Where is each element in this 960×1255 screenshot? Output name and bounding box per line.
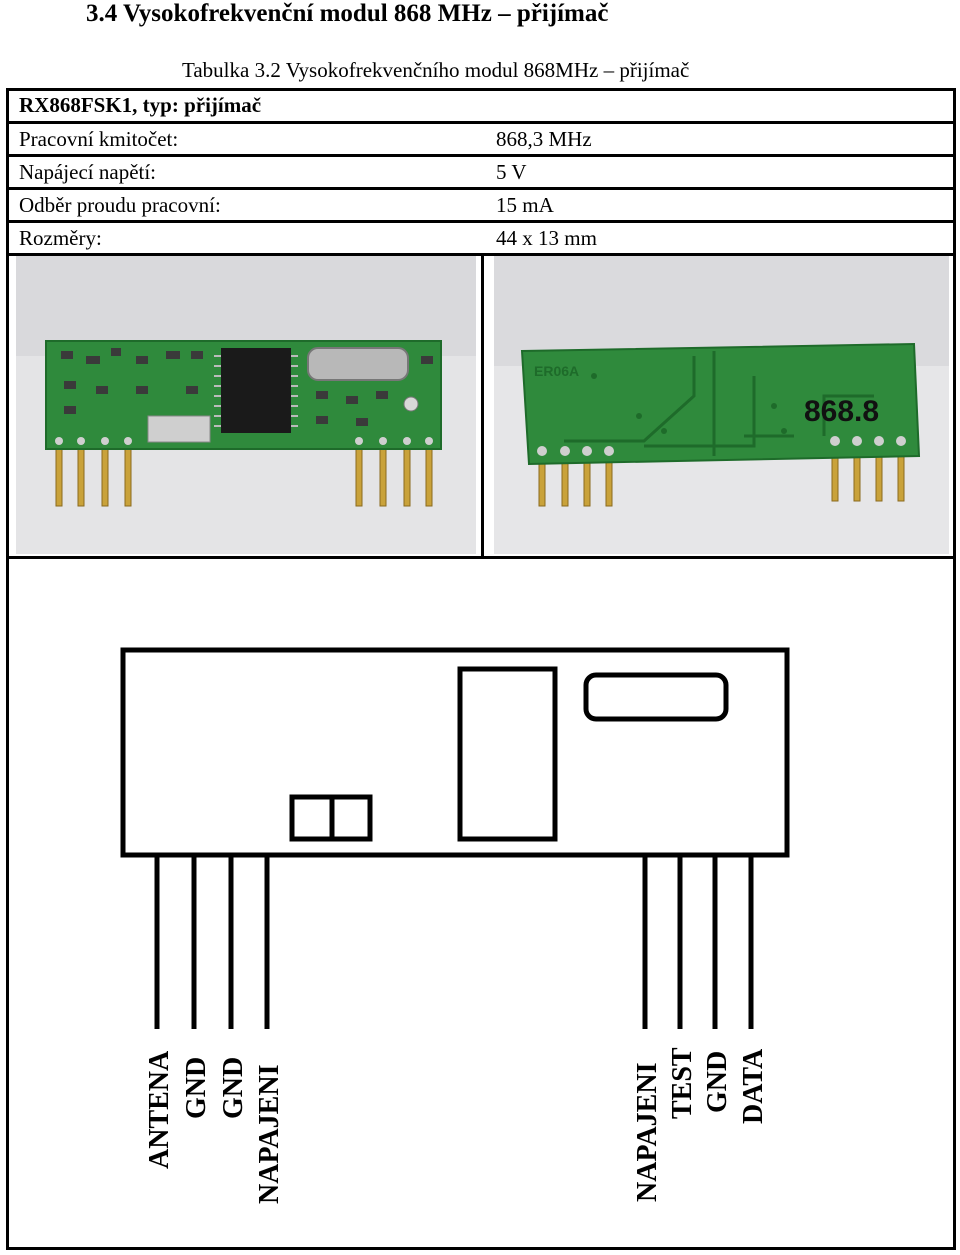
spec-value: 868,3 MHz	[496, 127, 592, 151]
table-row: Rozměry: 44 x 13 mm	[9, 223, 953, 256]
table-row: Napájecí napětí: 5 V	[9, 157, 953, 190]
module-outline	[120, 647, 790, 858]
spec-value: 44 x 13 mm	[496, 226, 597, 250]
pinout-diagram-area: ANTENA GND GND NAPAJENI NAPAJENI TEST GN…	[9, 559, 953, 1247]
chip-outline	[457, 666, 558, 842]
section-title: 3.4 Vysokofrekvenční modul 868 MHz – při…	[86, 0, 609, 27]
spec-label: Napájecí napětí:	[19, 160, 157, 184]
module-back-photo: ER06A 868.8	[494, 256, 949, 554]
crystal-outline	[583, 672, 729, 722]
table-caption: Tabulka 3.2 Vysokofrekvenčního modul 868…	[182, 58, 690, 82]
pin-label-data: DATA	[738, 1048, 769, 1124]
module-header: RX868FSK1, typ: přijímač	[19, 93, 262, 117]
pin-label-gnd: GND	[181, 1057, 212, 1119]
spec-label: Pracovní kmitočet:	[19, 127, 179, 151]
pin-label-napajeni: NAPAJENI	[632, 1063, 663, 1202]
pin-label-gnd: GND	[702, 1051, 733, 1113]
back-code-label: ER06A	[534, 363, 579, 379]
table-row: Pracovní kmitočet: 868,3 MHz	[9, 124, 953, 157]
spec-label: Odběr proudu pracovní:	[19, 193, 221, 217]
spec-table: RX868FSK1, typ: přijímač Pracovní kmitoč…	[6, 88, 956, 1250]
pin-label-test: TEST	[667, 1047, 698, 1119]
back-marking-label: 868.8	[804, 395, 879, 428]
spec-label: Rozměry:	[19, 226, 102, 250]
pin-label-napajeni: NAPAJENI	[254, 1065, 285, 1204]
table-row: Odběr proudu pracovní: 15 mA	[9, 190, 953, 223]
pin-label-gnd: GND	[218, 1057, 249, 1119]
pin-label-antena: ANTENA	[144, 1050, 175, 1169]
module-front-photo	[16, 256, 476, 554]
photo-row: ER06A 868.8	[9, 256, 953, 559]
table-header-row: RX868FSK1, typ: přijímač	[9, 91, 953, 124]
spec-value: 15 mA	[496, 193, 554, 217]
column-divider	[481, 256, 484, 556]
pinout-diagram: ANTENA GND GND NAPAJENI NAPAJENI TEST GN…	[120, 647, 790, 1204]
spec-value: 5 V	[496, 160, 527, 184]
